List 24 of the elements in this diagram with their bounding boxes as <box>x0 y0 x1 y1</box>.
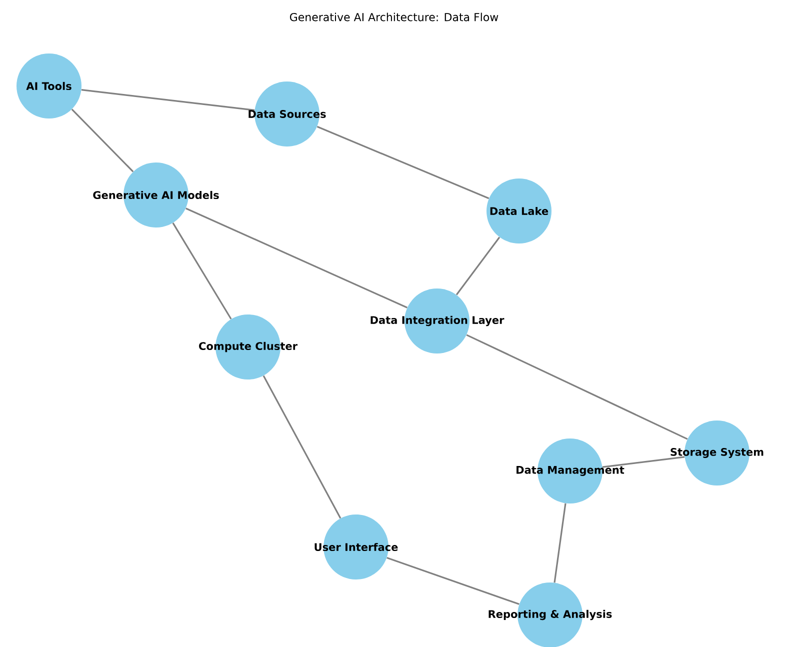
connector-line <box>456 236 500 296</box>
title: Generative AI Architecture: Data Flow <box>290 12 498 22</box>
node-label: Data Sources <box>248 110 326 118</box>
node-label: AI Tools <box>26 82 72 90</box>
node-label: Data Lake <box>490 206 548 216</box>
node-label: Generative AI Models <box>93 190 219 200</box>
node-label: Storage System <box>670 448 764 458</box>
node-label: Data Management <box>516 466 624 476</box>
connector-line <box>386 557 520 605</box>
connector-line <box>466 334 688 440</box>
node-label: User Interface <box>314 542 398 552</box>
connector-line <box>71 108 134 172</box>
node-circle <box>486 178 552 244</box>
node-label: Reporting & Analysis <box>488 610 612 620</box>
node-label: Compute Cluster <box>199 342 298 352</box>
connector-line <box>186 208 408 308</box>
node-circle <box>16 54 82 118</box>
connector-line <box>172 222 232 320</box>
connector-line <box>554 503 566 583</box>
connector-line <box>262 375 342 519</box>
connector-line <box>316 126 490 200</box>
connector-line <box>81 89 255 111</box>
node-label: Data Integration Layer <box>370 316 504 326</box>
connector-line <box>602 456 685 468</box>
